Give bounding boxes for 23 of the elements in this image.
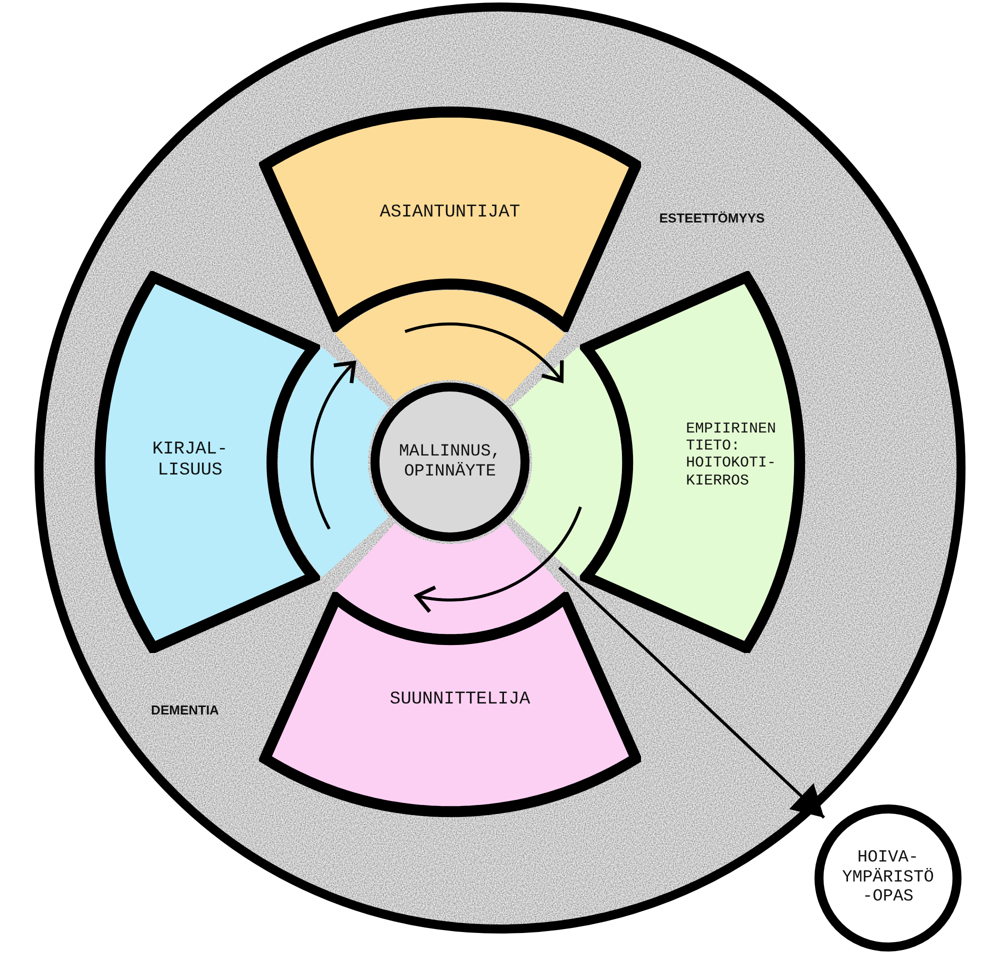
ring-label: ESTEETTÖMYYS [659, 210, 765, 226]
curved-arrow [310, 360, 356, 530]
ring-segment [334, 522, 566, 634]
curved-arrow [414, 506, 582, 614]
segment-label: SUUNNITTELIJA [388, 690, 532, 710]
node-label: HOIVA- YMPÄRISTÖ -OPAS [841, 848, 935, 908]
circle-node [370, 382, 530, 542]
ring-segment [510, 346, 622, 578]
node-label: MALLINNUS, OPINNÄYTE [398, 442, 502, 482]
segment-label: ASIANTUNTIJAT [378, 202, 522, 224]
segment-label: EMPIIRINEN TIETO: HOITOKOTI- KIERROS [686, 420, 777, 490]
circle-node [814, 804, 962, 952]
sector-segment [258, 106, 642, 332]
sector-segment [580, 270, 806, 654]
ring-segment [334, 290, 566, 402]
outer-ring-circle [34, 2, 966, 934]
ring-label: DEMENTIA [151, 702, 219, 718]
segment-label: KIRJAL- LISUUS [151, 439, 229, 481]
ring-segment [278, 346, 390, 578]
sector-segment [258, 592, 642, 818]
curved-arrow [404, 322, 564, 383]
arrow [558, 566, 826, 819]
sector-segment [94, 270, 320, 654]
